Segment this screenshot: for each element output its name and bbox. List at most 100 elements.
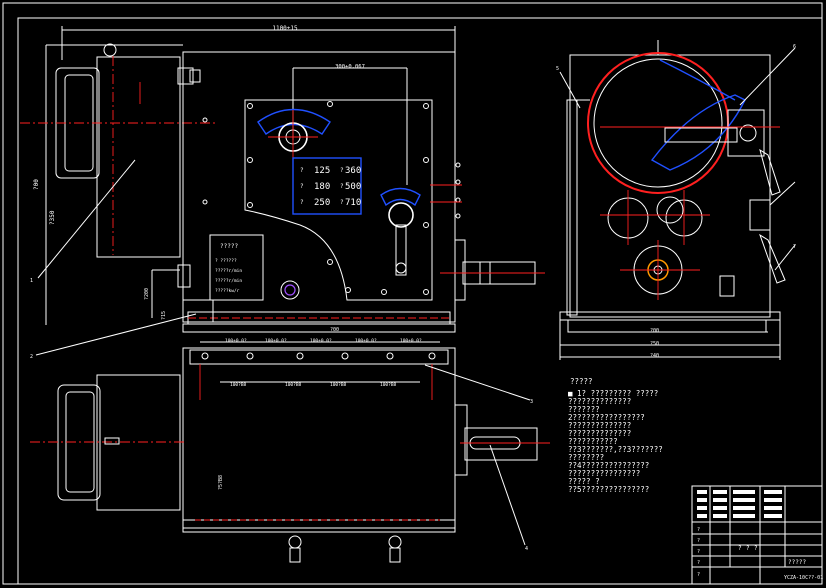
lower-selector-knob [388, 202, 414, 228]
leader-number: 2 [30, 354, 33, 360]
panel-width-dim: 300±0.067 [335, 64, 365, 70]
plan-top-dim: 100±0.0? [310, 338, 332, 344]
leader-number: 4 [525, 546, 528, 552]
speed-q1-0: ? [300, 167, 304, 174]
note-line: ????? ? [568, 477, 600, 486]
plan-handle-right [388, 535, 402, 549]
lower-selector-lever [395, 224, 407, 276]
title-row-label: ? [697, 538, 700, 544]
housing-base-flange [182, 323, 456, 333]
title-row-label: ? [697, 560, 700, 566]
small-dim-a: ?200 [144, 288, 150, 300]
plan-inner-dim: 100?B8 [285, 382, 302, 388]
side-dim-b: ?50 [650, 341, 659, 347]
plan-inner-dim: 100?B8 [230, 382, 247, 388]
plan-motor-body [96, 374, 181, 511]
motor-body [96, 56, 181, 258]
leader-number: 5 [556, 66, 559, 72]
plan-housing [182, 347, 456, 529]
small-gear-b [656, 196, 684, 224]
control-panel-plate [244, 99, 433, 301]
note-line: 2???????????????? [568, 413, 645, 422]
large-gear-outline [587, 52, 729, 194]
note-line: ■ 1? ????????? ????? [568, 389, 658, 398]
upper-selector-arc [257, 108, 331, 135]
speed-q2-0: ? [340, 167, 344, 174]
note-line: ??4??????????????? [568, 461, 649, 470]
speed-q1-1: ? [300, 183, 304, 190]
title-mid-label: ? [754, 545, 758, 552]
title-row-label: ? [697, 549, 700, 555]
side-dim-a: ?00 [650, 328, 659, 334]
speed-a-2: 250 [314, 198, 330, 208]
plan-top-dim: 100±0.0? [225, 338, 247, 344]
speed-q2-1: ? [340, 183, 344, 190]
note-line: ?????????????? [568, 397, 631, 406]
speed-b-2: 710 [345, 198, 361, 208]
lifting-eye [103, 43, 117, 57]
nameplate-line: ?????r/min [215, 278, 242, 284]
speed-q1-2: ? [300, 199, 304, 206]
note-line: ?????????????? [568, 421, 631, 430]
side-view: ?00 ?50 ?40 [559, 40, 786, 360]
front-view: 1100±15 ?00 ?350 300±0.067 [20, 25, 545, 333]
technical-notes: ????? ■ 1? ????????? ????? ?????????????… [568, 377, 663, 494]
leader-number: 1 [30, 278, 33, 284]
note-line: ???????????????? [568, 469, 640, 478]
plan-inner-dim: 100?B8 [330, 382, 347, 388]
bottom-dim-a: ?00 [330, 327, 339, 333]
title-mid-label: ? [746, 545, 750, 552]
title-mid-label: ? [738, 545, 742, 552]
leader-number: 3 [530, 399, 533, 405]
speed-b-1: 500 [345, 182, 361, 192]
plan-side-dim: ?5?B8 [218, 475, 224, 490]
speed-a-0: 125 [314, 166, 330, 176]
plan-output-shaft [464, 427, 538, 461]
side-lever-upper [759, 148, 781, 196]
speed-a-1: 180 [314, 182, 330, 192]
nameplate-line: ?????kw/r [215, 288, 240, 294]
panel-bolts [202, 101, 429, 295]
leader-number: 7 [793, 244, 796, 250]
note-line: ??????????? [568, 437, 618, 446]
side-dim-c: ?40 [650, 353, 659, 359]
title-row-label: ? [697, 527, 700, 533]
nameplate-title: ????? [220, 243, 238, 250]
sheet-inner-border [17, 17, 823, 585]
base-bracket [182, 299, 214, 323]
plan-view: 100±0.0? 100±0.0? 100±0.0? 100±0.0? 100±… [30, 338, 550, 563]
lower-selector-arc [380, 187, 421, 207]
left-height-dim: ?00 [33, 179, 40, 190]
plan-top-dim: 100±0.0? [265, 338, 287, 344]
gearbox-housing [182, 51, 456, 323]
leader-lines: 1 2 3 4 5 6 7 [30, 44, 796, 552]
nameplate [209, 234, 264, 301]
plan-inner-dim: 100?B8 [380, 382, 397, 388]
note-line: ?????????????? [568, 429, 631, 438]
overall-width-dim: 1100±15 [272, 25, 298, 32]
title-name-cell: ????? [788, 559, 806, 566]
oil-sight-glass [280, 280, 300, 300]
plan-top-dim: 100±0.0? [400, 338, 422, 344]
note-line: ??????? [568, 405, 600, 414]
notes-title: ????? [570, 377, 593, 386]
leader-number: 6 [793, 44, 796, 50]
left-vertical-dim: ?350 [49, 210, 56, 225]
title-row-label: ? [697, 572, 700, 578]
plan-top-dim: 100±0.0? [355, 338, 377, 344]
speed-q2-2: ? [340, 199, 344, 206]
speed-plate [292, 157, 362, 215]
small-dim-b: ?15 [161, 311, 167, 320]
title-block: ? ? ? ? ? ? ? ? ????? YCZA-10C??-01 [691, 485, 823, 585]
shift-fork-path [650, 94, 746, 171]
side-lever-lower [759, 233, 786, 284]
side-shaft [664, 127, 738, 143]
nameplate-line: ?????r/min [215, 268, 242, 274]
side-base [559, 311, 781, 321]
note-line: ???????? [568, 453, 604, 462]
plan-motor-end [57, 384, 101, 501]
note-line: ??5??????????????? [568, 485, 649, 494]
nameplate-line: ? ?????? [215, 258, 237, 264]
